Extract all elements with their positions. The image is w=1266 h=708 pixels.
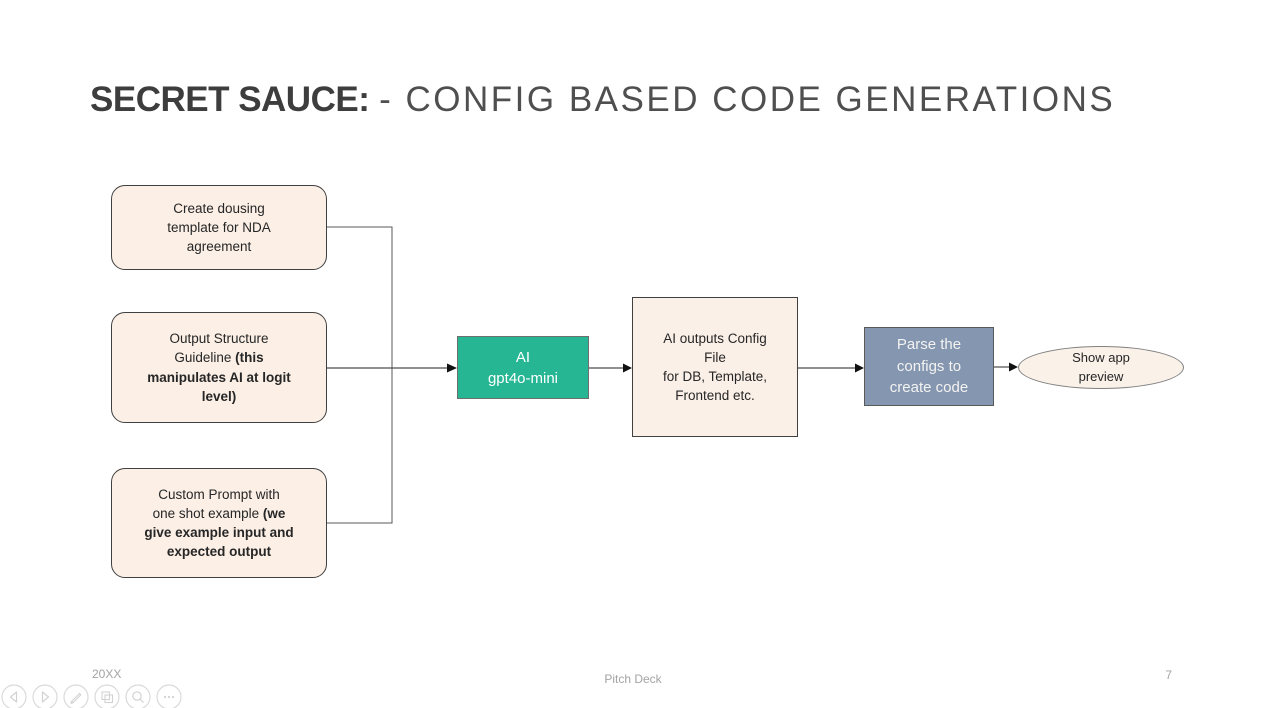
page-number: 7 [1165,668,1172,682]
node-text-line: AI [515,348,531,366]
node-text-line: AI outputs Config [663,330,767,346]
node-text-line: File [704,349,726,365]
node-text-line: give example input and [144,525,294,540]
node-text-line: agreement [186,239,252,255]
more-options-icon [163,695,175,699]
node-text-line: configs to [896,357,962,375]
node-config-output: AI outputs Config File for DB, Template,… [632,297,798,437]
footer-deck-label: Pitch Deck [604,672,662,686]
node-text-line: template for NDA [167,219,271,235]
node-text-line: create code [889,379,969,397]
title-bold-part: SECRET SAUCE: [90,80,370,119]
next-slide-button[interactable] [32,684,58,708]
slides-overview-button[interactable] [94,684,120,708]
node-create-template: Create dousing template for NDA agreemen… [111,185,327,270]
node-text-line: one shot example (we [152,505,286,521]
node-text-line: gpt4o-mini [487,369,559,387]
title-light-part: - CONFIG BASED CODE GENERATIONS [379,80,1116,119]
pen-icon [70,692,82,704]
presenter-controls [1,684,182,708]
node-text-line: Frontend etc. [675,388,755,404]
footer-year: 20XX [92,667,122,681]
zoom-icon [132,691,144,703]
node-custom-prompt: Custom Prompt with one shot example (we … [111,468,327,578]
next-slide-icon [41,691,50,703]
node-text-line: Custom Prompt with [158,486,280,502]
node-ai-gpt4o-mini: AI gpt4o-mini [457,336,589,399]
slide-title: SECRET SAUCE: - CONFIG BASED CODE GENERA… [90,80,1115,120]
previous-slide-icon [9,691,18,703]
node-text-line: level) [201,388,237,404]
node-parse-configs: Parse the configs to create code [864,327,994,406]
node-text-line: Create dousing [173,200,265,216]
node-text-line: Output Structure [169,331,269,347]
pen-tool-button[interactable] [63,684,89,708]
node-text-line: expected output [166,544,272,560]
previous-slide-button[interactable] [1,684,27,708]
slides-overview-icon [101,691,114,704]
node-show-app-preview: Show app preview [1018,346,1184,389]
zoom-button[interactable] [125,684,151,708]
node-text-line: for DB, Template, [662,369,768,384]
node-output-structure: Output Structure Guideline (this manipul… [111,312,327,423]
node-text-line: Show app [1072,349,1130,365]
node-text-line: manipulates AI at logit [147,369,291,385]
node-text-line: Guideline (this [174,350,264,366]
node-text-line: preview [1078,368,1124,384]
more-options-button[interactable] [156,684,182,708]
node-text-line: Parse the [896,335,962,353]
